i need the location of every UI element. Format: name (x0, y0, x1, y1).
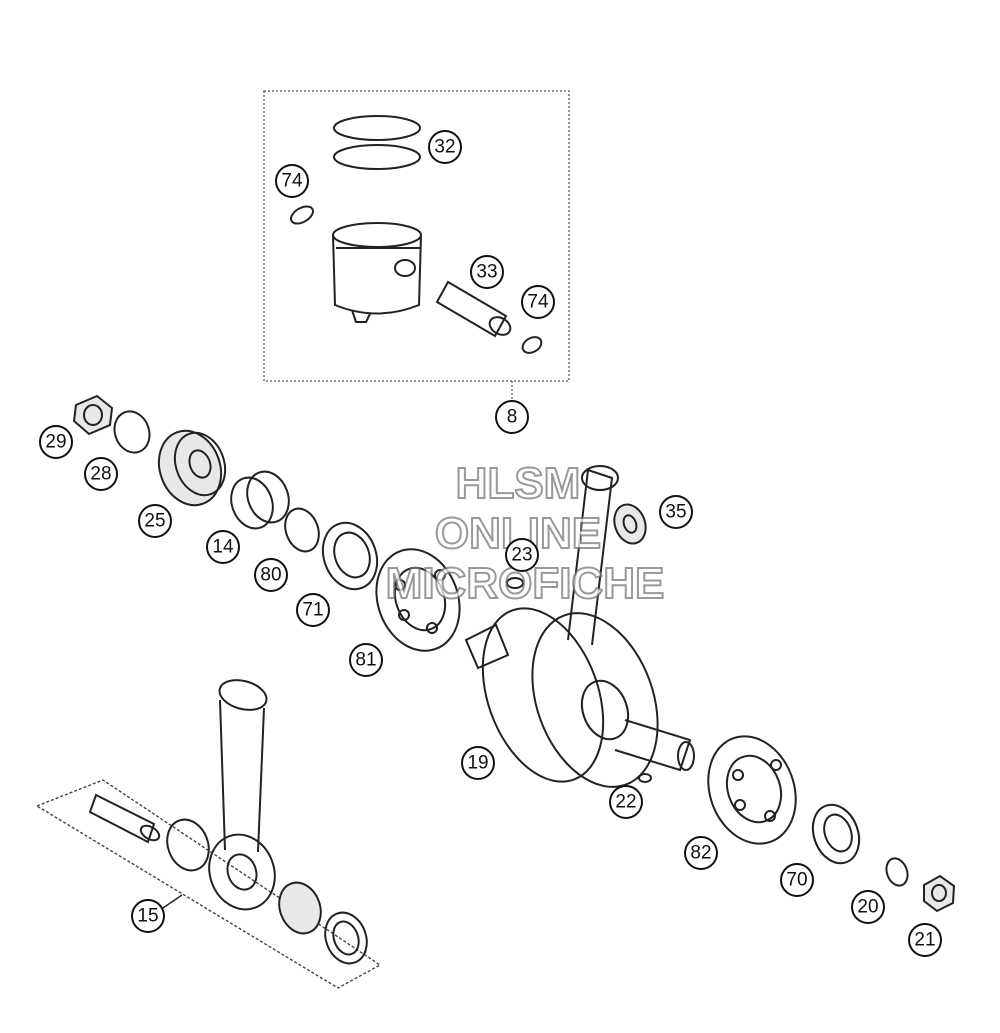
callout-label: 14 (212, 537, 234, 558)
callout-label: 35 (665, 502, 686, 523)
gear (157, 429, 227, 507)
piston-rings (333, 115, 421, 170)
callout-label: 25 (144, 511, 165, 532)
ball-bearing-right (707, 735, 797, 845)
callout-label: 33 (476, 262, 497, 283)
crankshaft-assembly (464, 465, 695, 788)
callout-70[interactable]: 70 (780, 863, 814, 897)
circlip-right (521, 336, 543, 354)
callout-label: 70 (786, 870, 807, 891)
callout-label: 80 (260, 565, 281, 586)
callout-label: 81 (355, 650, 376, 671)
piston (332, 222, 422, 323)
callout-label: 15 (137, 906, 158, 927)
piston-kit-box (263, 90, 570, 382)
callout-29[interactable]: 29 (39, 425, 73, 459)
nut (72, 394, 114, 436)
nut-right (923, 874, 956, 913)
bushing (230, 470, 290, 530)
callout-33[interactable]: 33 (470, 255, 504, 289)
callout-35[interactable]: 35 (659, 495, 693, 529)
callout-22[interactable]: 22 (609, 785, 643, 819)
washer-right (885, 857, 909, 887)
callout-80[interactable]: 80 (254, 558, 288, 592)
callout-label: 22 (615, 792, 636, 813)
callout-20[interactable]: 20 (851, 890, 885, 924)
callout-label: 23 (511, 545, 532, 566)
connecting-rod-kit (35, 679, 382, 989)
callout-81[interactable]: 81 (349, 643, 383, 677)
callout-71[interactable]: 71 (296, 593, 330, 627)
needle-bearing (613, 503, 647, 545)
callout-23[interactable]: 23 (505, 538, 539, 572)
callout-32[interactable]: 32 (428, 130, 462, 164)
callout-74-lower[interactable]: 74 (521, 285, 555, 319)
piston-pin (435, 280, 512, 338)
woodruff-key (638, 773, 652, 783)
watermark-line-1: HLSM (456, 459, 581, 508)
watermark: HLSM ONLINE MICROFICHE (385, 458, 666, 609)
callout-19[interactable]: 19 (461, 746, 495, 780)
callout-label: 82 (690, 843, 711, 864)
callout-label: 8 (507, 407, 518, 428)
callout-label: 32 (434, 137, 455, 158)
callout-28[interactable]: 28 (84, 457, 118, 491)
thrust-washer (506, 577, 524, 589)
o-ring (284, 507, 320, 553)
callout-label: 20 (857, 897, 878, 918)
callout-82[interactable]: 82 (684, 836, 718, 870)
callout-8[interactable]: 8 (495, 400, 529, 434)
ball-bearing-left (375, 548, 461, 652)
watermark-line-3: MICROFICHE (386, 559, 665, 608)
shaft-seal-right (811, 803, 861, 865)
callout-label: 21 (914, 930, 935, 951)
shaft-seal (321, 521, 379, 591)
callout-label: 19 (467, 753, 488, 774)
callout-label: 29 (45, 432, 66, 453)
callout-label: 28 (90, 464, 111, 485)
washer (113, 410, 151, 454)
callout-21[interactable]: 21 (908, 923, 942, 957)
callout-label: 71 (302, 600, 323, 621)
callout-label: 74 (527, 292, 549, 313)
callout-label: 74 (281, 171, 303, 192)
callout-14[interactable]: 14 (206, 530, 240, 564)
callout-25[interactable]: 25 (138, 504, 172, 538)
callout-15[interactable]: 15 (131, 899, 165, 933)
circlip-left (290, 205, 314, 225)
callout-74-upper[interactable]: 74 (275, 164, 309, 198)
